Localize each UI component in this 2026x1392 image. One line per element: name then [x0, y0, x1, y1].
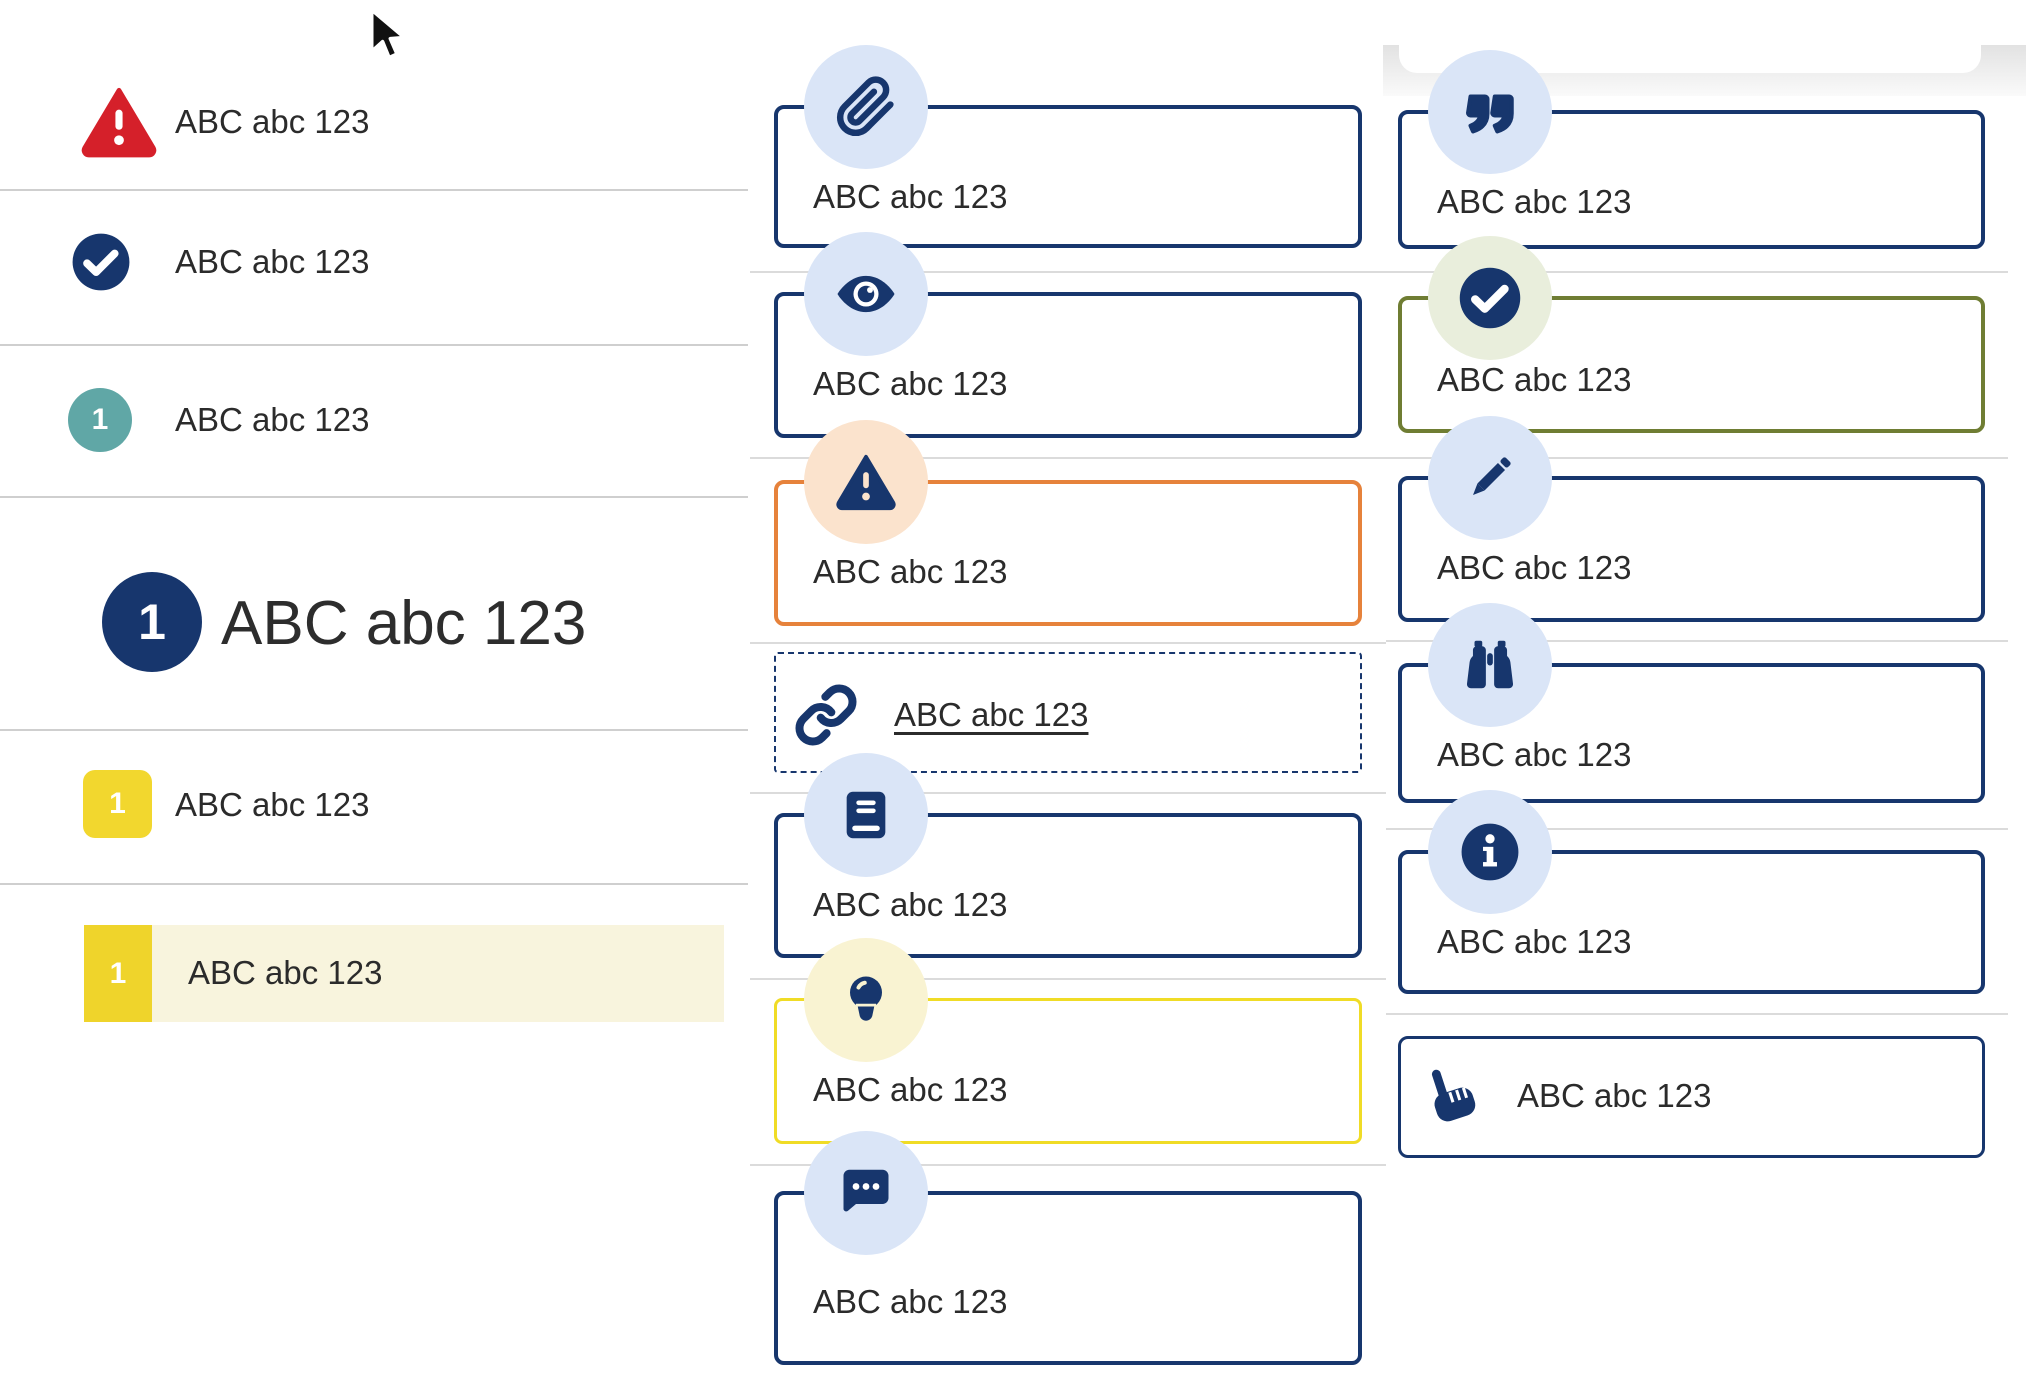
badge-number: 1	[109, 787, 126, 820]
list-item-numbered[interactable]: ABC abc 123	[175, 401, 370, 438]
callout-text: ABC abc 123	[1437, 549, 1632, 586]
callout-text: ABC abc 123	[813, 178, 1008, 215]
callout-text: ABC abc 123	[1437, 923, 1632, 960]
divider	[750, 642, 1386, 644]
divider	[0, 883, 748, 885]
list-item-done[interactable]: ABC abc 123	[175, 243, 370, 280]
check-circle-icon	[70, 231, 132, 293]
link-text[interactable]: ABC abc 123	[894, 696, 1089, 733]
pencil-icon-circle	[1428, 416, 1552, 540]
divider	[1386, 271, 2008, 273]
warning-triangle-icon	[836, 454, 896, 511]
divider	[0, 729, 748, 731]
divider	[750, 978, 1386, 980]
callout-action[interactable]	[1398, 1036, 1985, 1158]
number-badge-teal: 1	[68, 388, 132, 452]
divider	[1386, 640, 2008, 642]
divider	[750, 1164, 1386, 1166]
list-item-numbered[interactable]: ABC abc 123	[175, 786, 370, 823]
info-icon-circle	[1428, 790, 1552, 914]
callout-text: ABC abc 123	[1437, 736, 1632, 773]
divider	[750, 457, 1386, 459]
info-icon	[1461, 823, 1519, 881]
book-icon	[846, 791, 886, 839]
divider	[750, 792, 1386, 794]
callout-text: ABC abc 123	[813, 553, 1008, 590]
callout-text: ABC abc 123	[813, 1283, 1008, 1320]
mouse-cursor	[366, 8, 410, 66]
divider	[0, 189, 748, 191]
check-circle-icon	[1459, 267, 1521, 329]
badge-number: 1	[138, 594, 166, 650]
callout-link[interactable]	[774, 652, 1362, 773]
pencil-icon	[1473, 457, 1511, 495]
callout-text: ABC abc 123	[813, 1071, 1008, 1108]
callout-text: ABC abc 123	[1517, 1077, 1712, 1114]
lightbulb-icon	[850, 976, 882, 1021]
eye-icon-circle	[804, 232, 928, 356]
selected-list-item[interactable]	[84, 925, 724, 1022]
lightbulb-icon-circle	[804, 938, 928, 1062]
divider	[1386, 1013, 2008, 1015]
numbered-heading: ABC abc 123	[221, 589, 587, 658]
divider	[1386, 828, 2008, 830]
chat-bubble-icon	[843, 1169, 889, 1212]
book-icon-circle	[804, 753, 928, 877]
eye-icon	[837, 275, 895, 313]
callout-text: ABC abc 123	[1437, 361, 1632, 398]
paperclip-icon-circle	[804, 45, 928, 169]
number-badge-yellow: 1	[83, 770, 152, 838]
number-badge-yellow-selected: 1	[84, 925, 152, 1022]
paperclip-icon	[836, 76, 894, 137]
number-badge-navy-large: 1	[102, 572, 202, 672]
list-item-alert[interactable]: ABC abc 123	[175, 103, 370, 140]
badge-number: 1	[91, 403, 109, 436]
chat-bubble-icon-circle	[804, 1131, 928, 1255]
badge-number: 1	[109, 956, 127, 990]
divider	[0, 344, 748, 346]
quote-icon-circle	[1428, 50, 1552, 174]
warning-icon-circle	[804, 420, 928, 544]
link-icon	[794, 683, 858, 747]
quote-icon	[1466, 94, 1514, 134]
divider	[750, 271, 1386, 273]
selected-list-item-label[interactable]: ABC abc 123	[188, 954, 383, 991]
callout-text: ABC abc 123	[1437, 183, 1632, 220]
callout-text: ABC abc 123	[813, 886, 1008, 923]
divider	[0, 496, 748, 498]
check-circle-icon-circle	[1428, 236, 1552, 360]
divider	[1386, 457, 2008, 459]
hand-pointer-icon	[1419, 1062, 1485, 1132]
warning-triangle-icon	[80, 86, 158, 158]
binoculars-icon	[1466, 640, 1514, 689]
callout-text: ABC abc 123	[813, 365, 1008, 402]
binoculars-icon-circle	[1428, 603, 1552, 727]
